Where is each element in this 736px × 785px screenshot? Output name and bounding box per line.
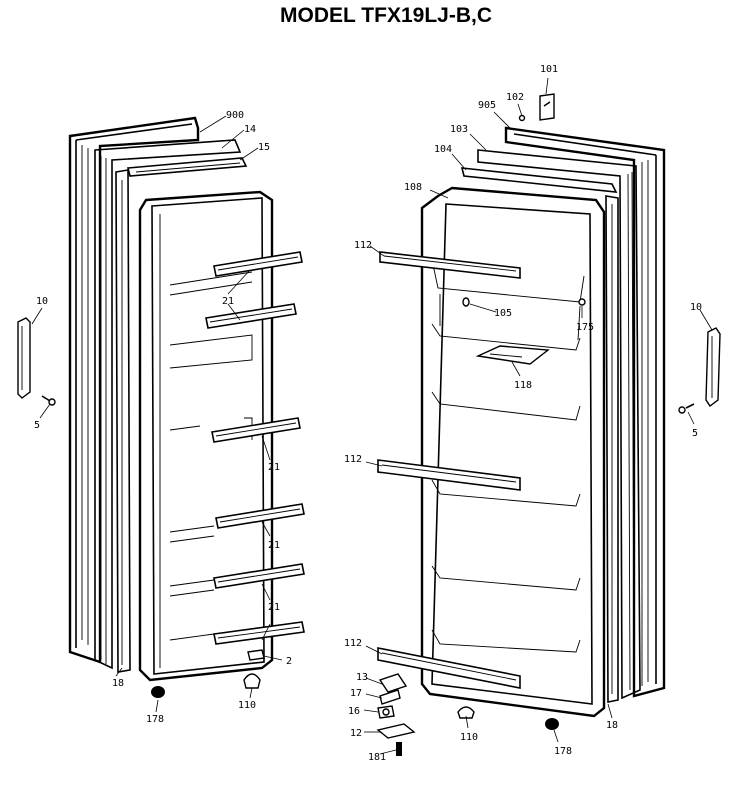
label-112-a: 112 bbox=[354, 240, 372, 251]
right-shelf-bar-2 bbox=[377, 459, 521, 491]
left-plug-178 bbox=[151, 686, 165, 698]
right-shelf-bar-3 bbox=[377, 647, 521, 689]
left-shelf-bar-2 bbox=[205, 303, 297, 329]
part-number-labels: 900 14 15 10 5 21 21 21 21 2 18 178 110 … bbox=[34, 64, 702, 763]
left-shelf-bar-6 bbox=[213, 621, 305, 645]
right-part-13 bbox=[378, 673, 408, 693]
right-screw-102 bbox=[518, 114, 526, 122]
left-inner-door-liner bbox=[138, 190, 274, 682]
left-door-gasket bbox=[94, 139, 242, 670]
right-door-assembly bbox=[376, 93, 721, 756]
label-10-left: 10 bbox=[36, 296, 48, 307]
label-110-right: 110 bbox=[460, 732, 478, 743]
label-118: 118 bbox=[514, 380, 532, 391]
right-door-gasket bbox=[477, 149, 641, 700]
leader-lines bbox=[31, 77, 713, 755]
right-inner-door-liner bbox=[420, 186, 606, 718]
label-181: 181 bbox=[368, 752, 386, 763]
label-104: 104 bbox=[434, 144, 452, 155]
left-door-stop-2 bbox=[247, 649, 265, 661]
label-21-a: 21 bbox=[222, 296, 234, 307]
label-900: 900 bbox=[226, 110, 244, 121]
left-breaker-strip bbox=[115, 157, 248, 673]
label-101: 101 bbox=[540, 64, 558, 75]
right-door-handle bbox=[705, 327, 721, 408]
right-butter-tray bbox=[475, 345, 550, 365]
right-shelf-bar-1 bbox=[379, 251, 521, 279]
label-178-left: 178 bbox=[146, 714, 164, 725]
right-outer-door-panel bbox=[504, 126, 666, 698]
label-17: 17 bbox=[350, 688, 362, 699]
label-108: 108 bbox=[404, 182, 422, 193]
left-outer-door-panel bbox=[68, 116, 200, 664]
label-13: 13 bbox=[356, 672, 368, 683]
label-105: 105 bbox=[494, 308, 512, 319]
right-handle-screw bbox=[678, 403, 695, 414]
label-10-right: 10 bbox=[690, 302, 702, 313]
model-title: MODEL TFX19LJ-B,C bbox=[280, 4, 492, 27]
label-5-right: 5 bbox=[692, 428, 698, 439]
label-21-c: 21 bbox=[268, 540, 280, 551]
label-112-c: 112 bbox=[344, 638, 362, 649]
left-shelf-bar-3 bbox=[211, 417, 301, 443]
left-door-assembly bbox=[17, 116, 305, 698]
left-shelf-bar-5 bbox=[213, 563, 305, 589]
label-16: 16 bbox=[348, 706, 360, 717]
left-cover-110 bbox=[243, 673, 261, 689]
right-part-181 bbox=[396, 742, 402, 756]
right-part-175 bbox=[578, 298, 586, 306]
label-5-left: 5 bbox=[34, 420, 40, 431]
label-18-left: 18 bbox=[112, 678, 124, 689]
label-12: 12 bbox=[350, 728, 362, 739]
label-14: 14 bbox=[244, 124, 256, 135]
right-part-12 bbox=[376, 723, 416, 739]
left-shelf-bar-4 bbox=[215, 503, 305, 529]
right-part-17 bbox=[379, 689, 401, 705]
label-110-left: 110 bbox=[238, 700, 256, 711]
label-102: 102 bbox=[506, 92, 524, 103]
label-175: 175 bbox=[576, 322, 594, 333]
left-handle-screw bbox=[41, 395, 56, 406]
label-21-b: 21 bbox=[268, 462, 280, 473]
right-part-105 bbox=[462, 297, 470, 307]
left-shelf-bar-1 bbox=[213, 251, 303, 277]
left-door-handle bbox=[17, 317, 31, 399]
label-905: 905 bbox=[478, 100, 496, 111]
label-178-right: 178 bbox=[554, 746, 572, 757]
label-15: 15 bbox=[258, 142, 270, 153]
label-18-right: 18 bbox=[606, 720, 618, 731]
right-cover-110 bbox=[457, 706, 475, 719]
label-2: 2 bbox=[286, 656, 292, 667]
right-breaker-strip bbox=[460, 167, 619, 703]
label-112-b: 112 bbox=[344, 454, 362, 465]
label-21-d: 21 bbox=[268, 602, 280, 613]
right-bracket-101 bbox=[539, 93, 555, 121]
right-plug-178 bbox=[545, 718, 559, 730]
label-103: 103 bbox=[450, 124, 468, 135]
right-part-16 bbox=[377, 705, 395, 719]
